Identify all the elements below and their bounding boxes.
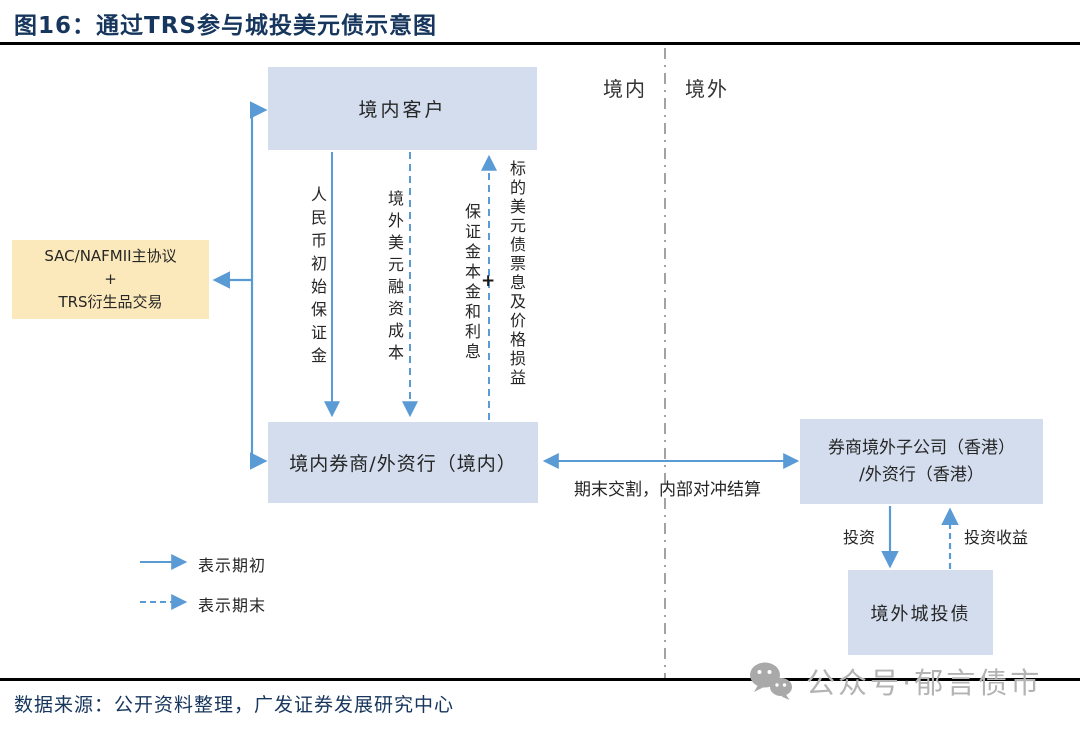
node-domestic-broker: 境内券商/外资行（境内）: [268, 422, 538, 503]
master-agreement-line1: SAC/NAFMII主协议: [44, 246, 177, 265]
label-plus-sign: +: [481, 271, 496, 291]
label-bond-coupon-pnl: 标的美元债票息及价格损益: [507, 160, 526, 388]
label-rmb-initial-margin: 人民币初始保证金: [308, 186, 327, 370]
offshore-subsidiary-line2: /外资行（香港）: [859, 464, 984, 485]
node-domestic-client: 境内客户: [268, 67, 537, 150]
watermark-text: 公众号·郁言债市: [806, 666, 1043, 700]
title-divider-line: [0, 42, 1080, 45]
label-margin-principal-interest: 保证金本金和利息: [462, 203, 481, 363]
wechat-icon: [750, 662, 792, 700]
label-settlement: 期末交割，内部对冲结算: [574, 480, 761, 500]
label-offshore-usd-funding-cost: 境外美元融资成本: [385, 190, 404, 366]
figure-bottom-line: [0, 678, 1080, 681]
node-master-agreement: SAC/NAFMII主协议 + TRS衍生品交易: [12, 240, 209, 319]
legend-label-dashed: 表示期末: [198, 596, 267, 615]
region-label-overseas: 境外: [685, 77, 729, 101]
master-agreement-line2: +: [104, 269, 117, 288]
legend-label-solid: 表示期初: [198, 556, 267, 575]
label-invest: 投资: [843, 528, 876, 547]
master-agreement-line3: TRS衍生品交易: [58, 293, 163, 312]
label-invest-return: 投资收益: [964, 528, 1029, 547]
figure-title: 图16：通过TRS参与城投美元债示意图: [14, 13, 437, 39]
node-offshore-subsidiary: 券商境外子公司（香港） /外资行（香港）: [800, 419, 1043, 504]
data-source-note: 数据来源：公开资料整理，广发证券发展研究中心: [14, 694, 455, 716]
watermark: 公众号·郁言债市: [748, 660, 1042, 702]
offshore-subsidiary-line1: 券商境外子公司（香港）: [828, 438, 1015, 459]
region-label-domestic: 境内: [603, 77, 647, 101]
node-offshore-bond: 境外城投债: [848, 570, 993, 655]
